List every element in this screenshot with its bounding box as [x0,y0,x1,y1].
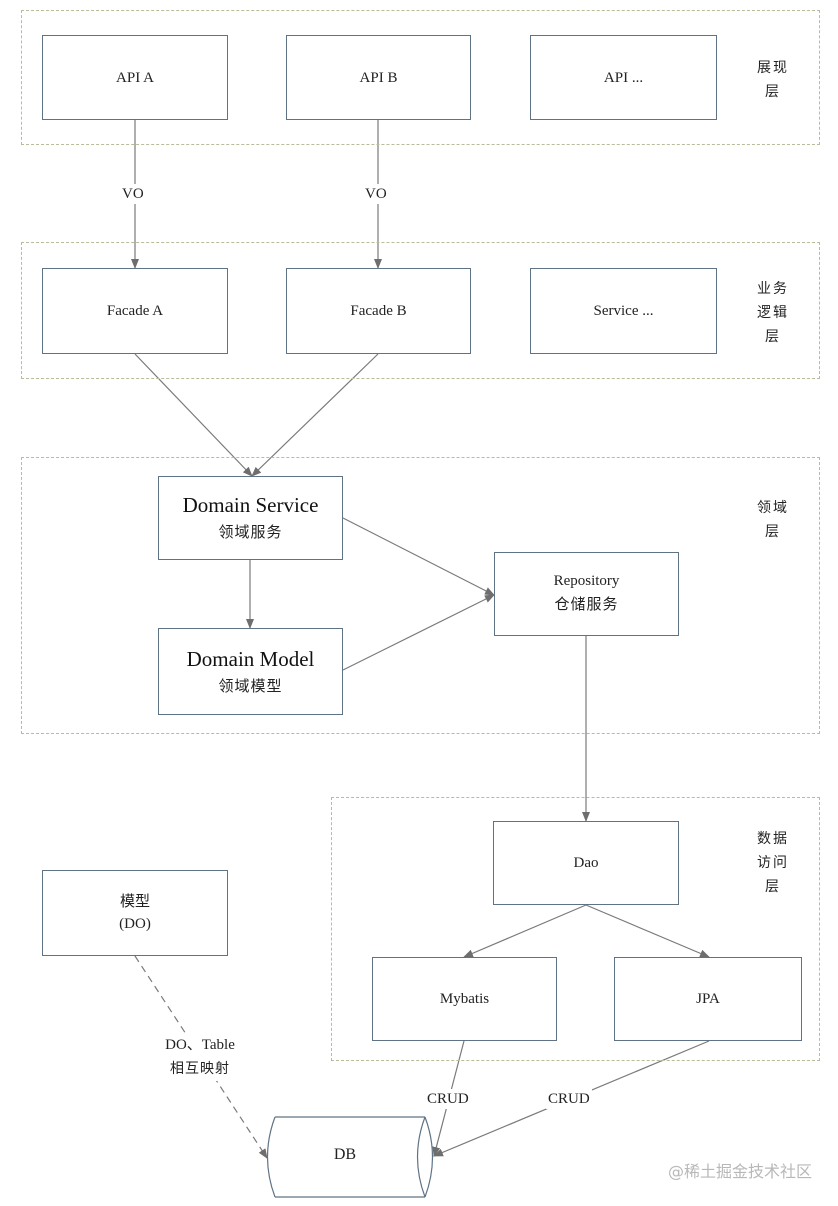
api-more-label: API ... [603,69,644,86]
arrow-dao-to-mybatis [463,904,587,958]
repository-box: Repository 仓储服务 [494,552,679,636]
domain-service-cn-label: 领域服务 [218,525,283,541]
dao-box: Dao [493,821,679,905]
arrow-dao-to-jpa [585,904,710,958]
vo-label-b: VO [363,184,389,204]
db-cylinder [266,1116,434,1198]
mapping-label: DO、Table 相互映射 [140,1033,260,1081]
arrow-domain-service-to-repository [342,517,495,596]
layer-label-domain: 领域层 [757,500,789,540]
business-logic-layer [21,242,820,379]
model-do-box: 模型 (DO) [42,870,228,956]
model-do-paren-label: (DO) [119,916,151,932]
presentation-layer [21,10,820,145]
api-a-box: API A [42,35,228,120]
mybatis-box: Mybatis [372,957,557,1041]
mybatis-label: Mybatis [439,991,490,1007]
arrow-facade-a-to-domain-service [134,353,253,477]
api-more-box: API ... [530,35,717,120]
domain-layer [21,457,820,734]
jpa-label: JPA [696,991,720,1007]
arrow-domain-model-to-repository [342,594,495,671]
facade-a-label: Facade A [106,303,164,319]
mapping-label-line1: DO、Table [165,1037,235,1053]
vo-label-a: VO [120,184,146,204]
dao-label: Dao [573,855,599,871]
api-b-box: API B [286,35,471,120]
layer-label-business: 业务逻辑层 [757,281,789,345]
crud-label-mybatis: CRUD [425,1089,471,1109]
service-more-label: Service ... [593,303,654,319]
db-label: DB [333,1146,357,1163]
domain-model-label: Domain Model [186,646,315,671]
watermark: @稀土掘金技术社区 [667,1162,812,1181]
service-more-box: Service ... [530,268,717,354]
arrow-facade-b-to-domain-service [251,353,379,477]
crud-label-jpa: CRUD [546,1089,592,1109]
layer-label-data-access: 数据访问层 [757,831,789,895]
mapping-label-line2: 相互映射 [170,1061,230,1077]
domain-model-cn-label: 领域模型 [218,678,283,695]
api-b-label: API B [359,69,398,86]
data-access-layer [331,797,820,1061]
facade-b-box: Facade B [286,268,471,354]
domain-model-box: Domain Model 领域模型 [158,628,343,715]
repository-cn-label: 仓储服务 [554,597,619,613]
facade-a-box: Facade A [42,268,228,354]
domain-service-label: Domain Service [182,493,319,517]
model-do-label: 模型 [119,894,150,910]
jpa-box: JPA [614,957,802,1041]
domain-service-box: Domain Service 领域服务 [158,476,343,560]
facade-b-label: Facade B [350,303,407,319]
repository-label: Repository [553,573,620,589]
api-a-label: API A [116,69,154,86]
layer-label-presentation: 展现层 [757,60,789,100]
